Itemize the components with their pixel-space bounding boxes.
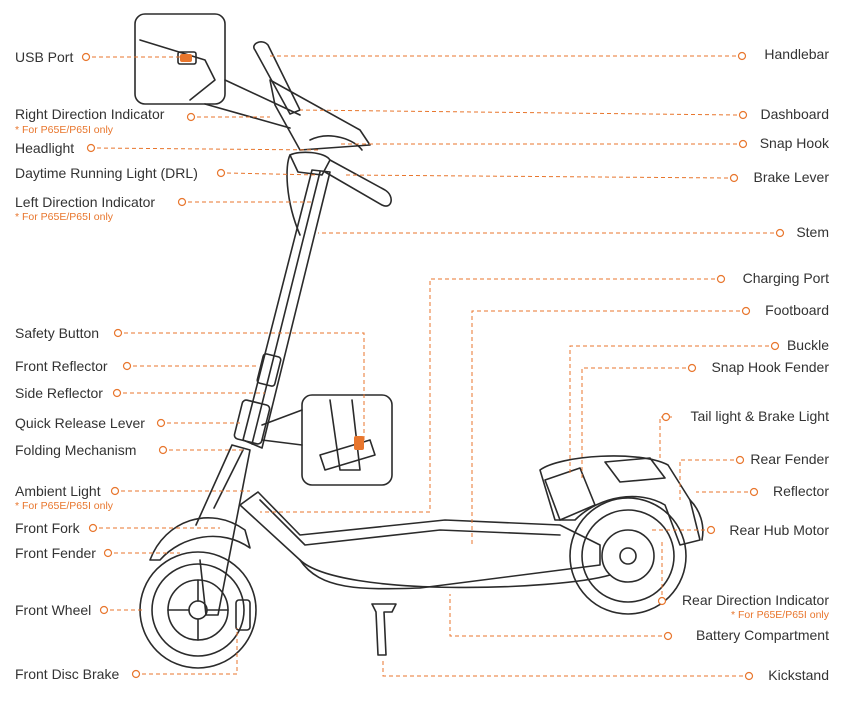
label-reflector: Reflector: [772, 483, 829, 499]
label-kickstand: Kickstand: [768, 667, 829, 683]
label-front-fender: Front Fender: [15, 545, 96, 561]
label-buckle: Buckle: [786, 337, 829, 353]
label-charging-port: Charging Port: [742, 270, 829, 286]
label-rear-fender: Rear Fender: [750, 451, 829, 467]
label-right-direction-indicator: Right Direction Indicator: [15, 106, 165, 122]
leader-dot-folding-mechanism: [158, 445, 168, 455]
leader-front-disc-brake: [142, 628, 238, 675]
note-left-direction: * For P65E/P65I only: [15, 211, 114, 223]
label-rear-direction-indicator: Rear Direction Indicator: [681, 592, 829, 608]
leader-brake-lever: [344, 174, 729, 179]
handlebar-shape: [253, 41, 301, 115]
kickstand-shape: [371, 603, 397, 656]
rear-wheel-shape: [569, 497, 687, 615]
leader-dot-dashboard: [738, 110, 748, 120]
label-safety-button: Safety Button: [15, 325, 100, 341]
usb-inset: [134, 13, 226, 105]
leader-dashboard: [299, 109, 738, 116]
leader-dot-snap-hook: [738, 139, 748, 149]
leader-dot-footboard: [741, 306, 751, 316]
label-battery-compartment: Battery Compartment: [695, 627, 829, 643]
leader-dot-tail-light: [661, 412, 671, 422]
leader-footboard: [471, 310, 740, 545]
label-quick-release-lever: Quick Release Lever: [15, 415, 145, 431]
leader-rear-fender: [679, 459, 734, 500]
leader-kickstand: [382, 660, 743, 677]
leader-dot-usb-port: [81, 52, 91, 62]
label-snap-hook-fender: Snap Hook Fender: [711, 359, 829, 375]
label-side-reflector: Side Reflector: [15, 385, 103, 401]
label-tail-light: Tail light & Brake Light: [690, 408, 829, 424]
leader-headlight: [96, 147, 319, 151]
leader-dot-buckle: [770, 341, 780, 351]
leader-dot-front-fork: [88, 523, 98, 533]
footboard-shape: [239, 491, 601, 590]
note-ambient-light: * For P65E/P65I only: [15, 500, 114, 512]
label-front-disc-brake: Front Disc Brake: [15, 666, 120, 682]
leader-snap-hook-fender: [581, 367, 686, 480]
leader-dot-charging-port: [716, 274, 726, 284]
label-handlebar: Handlebar: [764, 46, 829, 62]
leader-charging-port: [260, 278, 715, 513]
front-fender-shape: [149, 516, 251, 561]
label-left-direction-indicator: Left Direction Indicator: [15, 194, 156, 210]
label-folding-mechanism: Folding Mechanism: [15, 442, 137, 458]
leader-dot-rear-hub-motor: [706, 525, 716, 535]
leader-dot-front-reflector: [122, 361, 132, 371]
leader-battery-compartment: [449, 594, 662, 637]
label-footboard: Footboard: [765, 302, 829, 318]
leader-dot-right-direction-indicator: [186, 112, 196, 122]
leader-dot-ambient-light: [110, 486, 120, 496]
front-fork-shape: [195, 444, 251, 616]
leader-dot-side-reflector: [112, 388, 122, 398]
leader-dot-reflector: [749, 487, 759, 497]
leader-dot-brake-lever: [729, 173, 739, 183]
leader-dot-rear-fender: [735, 455, 745, 465]
label-usb-port: USB Port: [15, 49, 74, 65]
folding-inset: [301, 394, 393, 486]
leader-dot-kickstand: [744, 671, 754, 681]
leader-dot-stem: [775, 228, 785, 238]
leader-safety-button: [124, 332, 365, 440]
label-front-wheel: Front Wheel: [15, 602, 92, 618]
label-headlight: Headlight: [15, 140, 75, 156]
label-dashboard: Dashboard: [760, 106, 830, 122]
leader-dot-front-disc-brake: [131, 669, 141, 679]
leader-dot-snap-hook-fender: [687, 363, 697, 373]
leader-dot-safety-button: [113, 328, 123, 338]
label-ambient-light: Ambient Light: [15, 483, 101, 499]
label-front-fork: Front Fork: [15, 520, 80, 536]
leader-tail-light: [659, 416, 672, 460]
leader-dot-quick-release-lever: [156, 418, 166, 428]
leader-dot-front-wheel: [99, 605, 109, 615]
label-stem: Stem: [796, 224, 829, 240]
note-rear-direction: * For P65E/P65I only: [730, 609, 829, 621]
leader-dot-handlebar: [737, 51, 747, 61]
leader-dot-battery-compartment: [663, 631, 673, 641]
label-snap-hook: Snap Hook: [759, 135, 829, 151]
leader-dot-left-direction-indicator: [177, 197, 187, 207]
label-rear-hub-motor: Rear Hub Motor: [729, 522, 829, 538]
label-brake-lever: Brake Lever: [753, 169, 829, 185]
label-drl: Daytime Running Light (DRL): [15, 165, 198, 181]
leader-dot-drl: [216, 168, 226, 178]
front-wheel-shape: [139, 551, 257, 669]
leader-dot-front-fender: [103, 548, 113, 558]
note-right-direction: * For P65E/P65I only: [15, 124, 114, 136]
label-front-reflector: Front Reflector: [15, 358, 108, 374]
leader-dot-headlight: [86, 143, 96, 153]
leader-drl: [226, 172, 319, 176]
stem-shape: [242, 169, 331, 449]
leader-dot-rear-direction-indicator: [657, 596, 667, 606]
leader-buckle: [569, 345, 769, 475]
